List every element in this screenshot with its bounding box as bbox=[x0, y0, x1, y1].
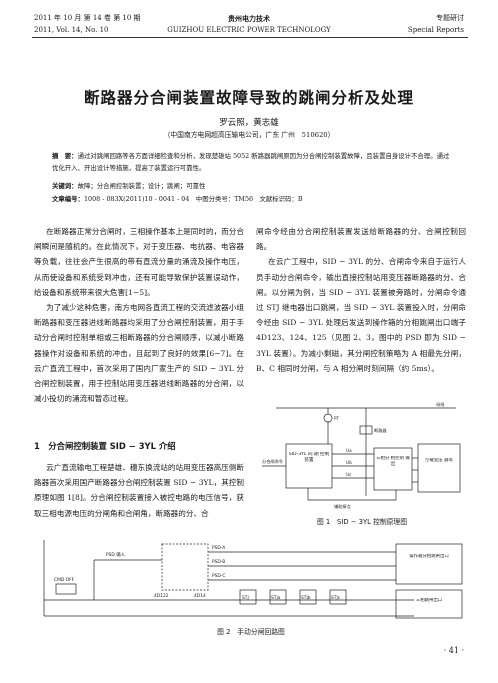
keywords-text: 故障；分合闸控制装置；设计；跳闸；可靠性 bbox=[77, 182, 206, 190]
psd-switch-box bbox=[161, 543, 209, 591]
load-box bbox=[417, 443, 461, 493]
article-title: 断路器分合闸装置故障导致的跳闸分析及处理 bbox=[83, 89, 414, 107]
header-section-cn: 专题研讨 bbox=[436, 14, 464, 22]
section-heading: 1 分合闸控制装置 SID − 3YL 介绍 bbox=[34, 441, 176, 451]
bus-label: 母线 bbox=[436, 401, 445, 408]
figure-2-caption: 图 2 手动分闸回路图 bbox=[217, 628, 285, 636]
cmd-label: CMD OFF bbox=[54, 577, 75, 583]
load-box-label: 空载变压 器等 bbox=[425, 458, 453, 463]
psd-c-label: PSD-C bbox=[212, 573, 225, 579]
paragraph: 云广直流输电工程楚雄、穗东换流站的站用变压器高压侧断路器首次采用国产断路器分合闸… bbox=[34, 463, 244, 518]
cmd-off-switch bbox=[55, 583, 77, 595]
header-volume: 2011, Vol. 14, No. 10 bbox=[34, 26, 109, 34]
psd-in-label: PSD 输入 bbox=[106, 551, 126, 558]
ctrl-box-label: SID-3YL 同 期 控制装置 bbox=[288, 452, 330, 463]
keywords: 关键词：故障；分合闸控制装置；设计；跳闸；可靠性 bbox=[52, 180, 450, 192]
box1-label: 操作箱分相跳闸出口 bbox=[409, 554, 449, 559]
stj-label: STJ bbox=[242, 595, 249, 601]
abstract-text: 通过对跳闸回路等各方面详细检查和分析，发现楚雄站 5052 断路器跳闸原因为分合… bbox=[52, 152, 450, 172]
paragraph: 在云广工程中，SID − 3YL 的分、合闸命令来自于运行人员手动分合闸命令，输… bbox=[256, 257, 466, 373]
stjb-relay bbox=[299, 589, 317, 605]
abstract-label: 摘 要： bbox=[52, 152, 78, 160]
header-rule bbox=[32, 37, 468, 38]
uc-label: Uc bbox=[346, 472, 352, 477]
pt-label: PT bbox=[334, 416, 340, 421]
header-journal-en: GUIZHOU ELECTRIC POWER TECHNOLOGY bbox=[167, 26, 331, 34]
breaker-symbol bbox=[359, 425, 373, 435]
input-label: 分合闸命令 bbox=[262, 458, 284, 465]
term2-label: 4D14 bbox=[194, 593, 206, 599]
pt-symbol bbox=[323, 413, 333, 423]
stjb-label: STJb bbox=[301, 595, 311, 601]
article-meta: 文章编号：1008 - 083X(2011)10 - 0041 - 04 中图分… bbox=[52, 193, 450, 205]
paragraph: 为了减少这种危害，南方电网各直流工程的交流滤波器小组断路器和变压器进线断路器均采… bbox=[34, 303, 244, 404]
term1-label: 4D122 bbox=[154, 593, 169, 599]
phase-control-box bbox=[373, 447, 413, 491]
keywords-label: 关键词： bbox=[52, 182, 78, 190]
header-section-en: Special Reports bbox=[407, 26, 464, 34]
left-column: 在断路器正常分合闸时，三相操作基本上是同时的，而分合闸瞬间是随机的。在此情况下，… bbox=[34, 224, 244, 406]
right-column: 闸命令经由分合闸控制装置发送给断路器的分、合闸控制回路。 在云广工程中，SID … bbox=[256, 224, 466, 376]
stj-relay bbox=[239, 589, 257, 605]
ua-label: Ua bbox=[346, 448, 352, 453]
stja-label: STJa bbox=[271, 595, 281, 601]
phase-box-label: 三相分 相控制 输出 bbox=[376, 456, 410, 467]
paragraph: 闸命令经由分合闸控制装置发送给断路器的分、合闸控制回路。 bbox=[256, 227, 466, 252]
header-issue: 2011 年 10 月 第 14 卷 第 10 期 bbox=[34, 14, 141, 22]
trip-output-box-1 bbox=[395, 543, 463, 585]
article-affiliation: （中国南方电网超高压输电公司，广东 广州 510620） bbox=[163, 131, 335, 139]
figure-1-caption: 图 1 SID − 3YL 控制原理图 bbox=[316, 518, 408, 526]
stjc-label: STJc bbox=[331, 595, 341, 601]
psd-a-label: PSD-A bbox=[212, 545, 225, 551]
article-authors: 罗云照，黄志雄 bbox=[219, 118, 279, 128]
meta-label: 文章编号： bbox=[52, 195, 84, 203]
trip-output-box-2 bbox=[395, 589, 463, 619]
header-journal-cn: 贵州电力技术 bbox=[228, 14, 270, 23]
paragraph: 在断路器正常分合闸时，三相操作基本上是同时的，而分合闸瞬间是随机的。在此情况下，… bbox=[34, 227, 244, 297]
figure-2-diagram: PSD 输入 PSD-A PSD-B PSD-C CMD OFF 4D122 4… bbox=[43, 540, 463, 619]
stjc-relay bbox=[329, 589, 347, 605]
feedback-label: 辅助接点 bbox=[334, 503, 351, 510]
meta-text: 1008 - 083X(2011)10 - 0041 - 04 中图分类号：TM… bbox=[83, 195, 303, 203]
figure-1-diagram: 母线 PT 断路器 分合闸命令 SID-3YL 同 期 控制装置 三相分 相控制… bbox=[262, 401, 461, 510]
ub-label: Ub bbox=[346, 460, 352, 465]
abstract: 摘 要：通过对跳闸回路等各方面详细检查和分析，发现楚雄站 5052 断路器跳闸原… bbox=[52, 150, 450, 174]
psd-b-label: PSD-B bbox=[212, 559, 225, 565]
stja-relay bbox=[269, 589, 287, 605]
page-number: · 41 · bbox=[443, 646, 464, 655]
breaker-label: 断路器 bbox=[374, 427, 387, 434]
box2-label: 三相跳闸出口 bbox=[415, 598, 443, 603]
left-column-continued: 云广直流输电工程楚雄、穗东换流站的站用变压器高压侧断路器首次采用国产断路器分合闸… bbox=[34, 460, 244, 521]
